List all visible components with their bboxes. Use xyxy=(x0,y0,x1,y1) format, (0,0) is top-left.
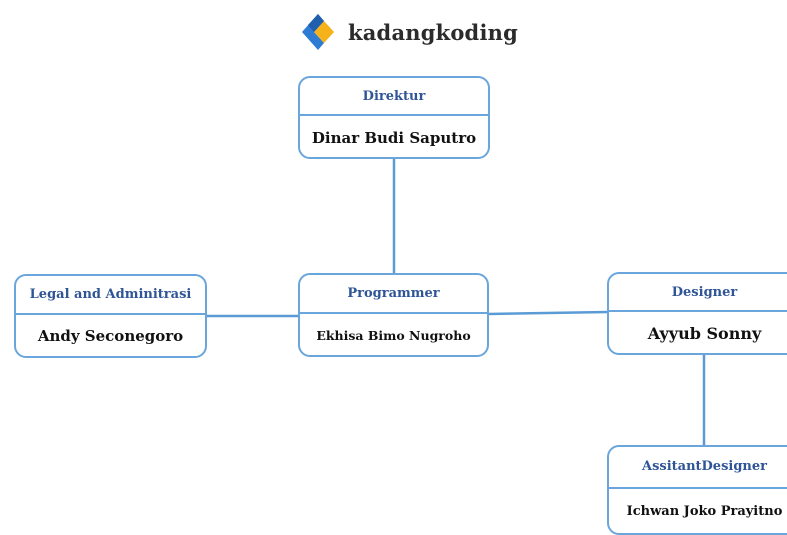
node-direktur: Direktur Dinar Budi Saputro xyxy=(298,76,490,159)
node-programmer-role: Programmer xyxy=(300,275,487,314)
node-assistant-designer-role: AssitantDesigner xyxy=(609,447,787,489)
connector-lines xyxy=(206,158,706,446)
node-designer-role: Designer xyxy=(609,274,787,313)
brand-logo: kadangkoding xyxy=(296,10,518,54)
node-assistant-designer: AssitantDesigner Ichwan Joko Prayitno xyxy=(607,445,787,535)
node-designer-name: Ayyub Sonny xyxy=(647,324,762,344)
kadangkoding-logo-icon xyxy=(302,14,334,50)
node-legal-name: Andy Seconegoro xyxy=(37,327,184,346)
node-programmer: Programmer Ekhisa Bimo Nugroho xyxy=(298,273,489,357)
node-direktur-name: Dinar Budi Saputro xyxy=(311,128,477,147)
edge-programmer-designer xyxy=(487,310,609,316)
brand-name: kadangkoding xyxy=(348,19,518,45)
node-direktur-role: Direktur xyxy=(300,78,488,117)
node-programmer-name: Ekhisa Bimo Nugroho xyxy=(316,327,471,343)
node-assistant-designer-name: Ichwan Joko Prayitno xyxy=(626,504,783,520)
node-legal-role: Legal and Adminitrasi xyxy=(16,276,205,315)
node-legal: Legal and Adminitrasi Andy Seconegoro xyxy=(14,274,207,358)
node-designer: Designer Ayyub Sonny xyxy=(607,272,787,355)
